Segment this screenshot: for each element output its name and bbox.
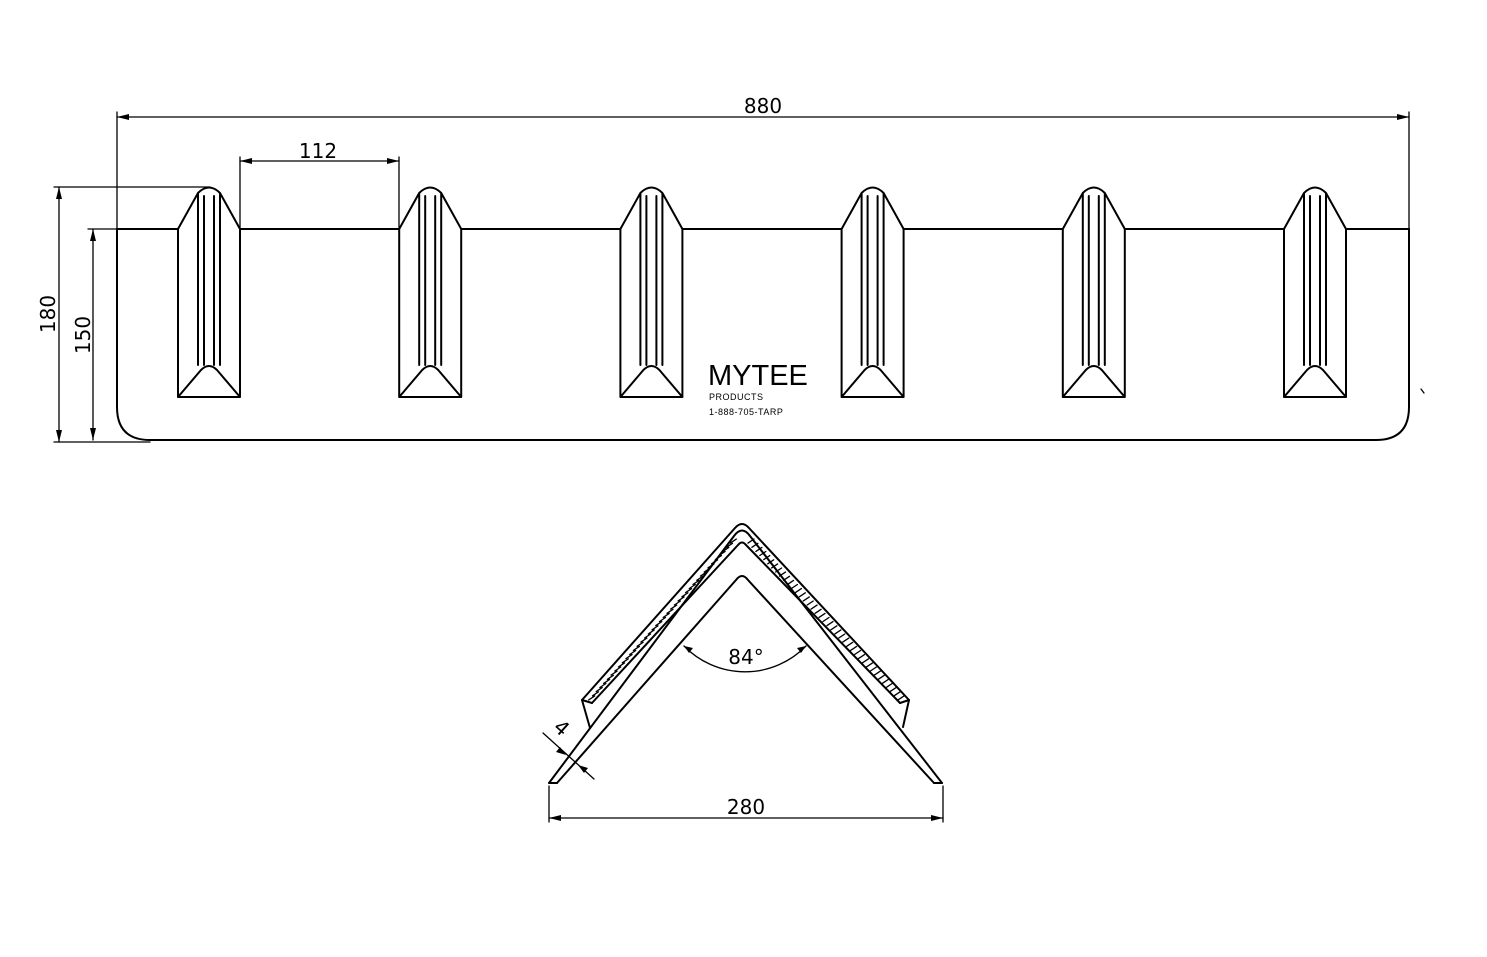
v-slot-group: [177, 186, 1347, 398]
dimension-overall-length: 880: [116, 94, 1410, 230]
angle-label: 84°: [728, 645, 763, 669]
plate-outline: [116, 228, 1410, 441]
brand-mark: MYTEE PRODUCTS 1-888-705-TARP: [708, 360, 808, 417]
stray-mark: [1420, 388, 1425, 394]
dimension-angle: 84°: [683, 645, 807, 673]
brand-name: MYTEE: [708, 360, 808, 392]
overall-length-label: 880: [744, 94, 782, 118]
dimension-slot-spacing: 112: [239, 139, 400, 230]
v-slot: [840, 186, 905, 398]
top-view: 880 112 180 150 MYTEE PRODUCT: [36, 94, 1410, 443]
brand-subtitle: PRODUCTS: [709, 392, 764, 402]
total-height-label: 180: [36, 295, 60, 333]
body-height-label: 150: [71, 316, 95, 354]
profile-inner-edge: [556, 575, 935, 784]
side-profile-view: 84° 4 280: [542, 523, 944, 823]
v-slot: [619, 186, 684, 398]
v-slot: [1283, 186, 1347, 398]
thickness-label: 4: [549, 715, 575, 741]
dimension-body-height: 150: [71, 228, 118, 441]
profile-pad-layer: [581, 523, 910, 729]
v-slot: [398, 186, 463, 398]
profile-outer-edge: [548, 529, 943, 784]
brand-phone: 1-888-705-TARP: [709, 407, 783, 417]
dimension-base-width: 280: [548, 785, 944, 823]
slot-spacing-label: 112: [299, 139, 337, 163]
v-slot: [177, 186, 241, 398]
base-width-label: 280: [727, 795, 765, 819]
dimension-total-height: 180: [36, 186, 211, 443]
v-slot: [1061, 186, 1126, 398]
